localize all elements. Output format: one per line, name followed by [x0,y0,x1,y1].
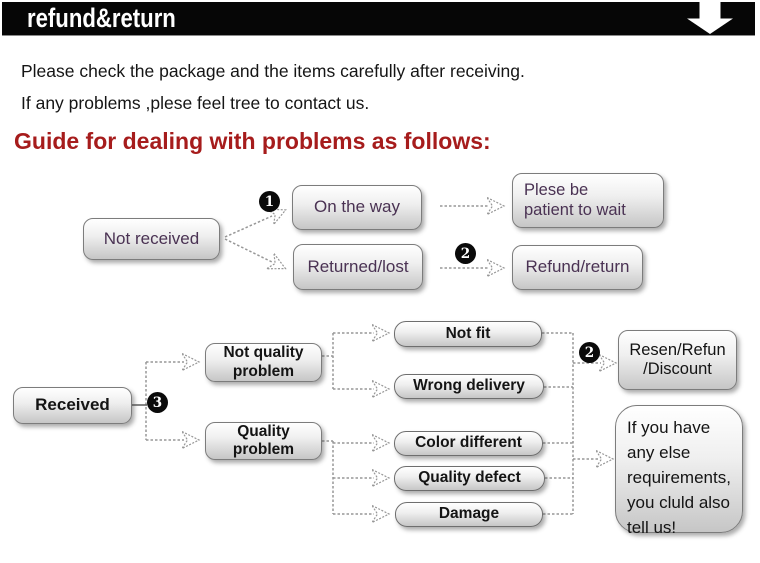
header-banner: refund&return [2,2,755,35]
intro-line-1: Please check the package and the items c… [21,61,525,81]
intro-line-2: If any problems ,plese feel tree to cont… [21,93,370,113]
guide-heading: Guide for dealing with problems as follo… [14,128,491,154]
node-not-quality-problem: Not quality problem [205,343,322,382]
node-be-patient: Plese be patient to wait [512,173,664,228]
node-color-different: Color different [394,431,543,456]
node-other-requirements-note: If you have any else requirements, you c… [615,405,743,537]
node-returned-lost: Returned/lost [293,244,423,290]
badge-step-2: 2 [455,243,476,264]
badge-step-3: 3 [147,392,168,413]
node-on-the-way: On the way [292,185,422,230]
badge-step-1: 1 [259,191,280,212]
node-wrong-delivery: Wrong delivery [394,374,544,399]
node-quality-problem: Quality problem [205,422,322,460]
node-received: Received [13,387,132,424]
node-quality-defect: Quality defect [394,466,545,491]
down-arrow-icon [687,2,733,34]
node-not-received: Not received [83,218,220,260]
node-refund-return: Refund/return [512,245,643,290]
badge-step-2b: 2 [579,342,600,363]
page-title: refund&return [27,3,176,33]
node-resend-refund-discount: Resen/Refun /Discount [618,330,737,390]
node-damage: Damage [395,502,543,527]
node-not-fit: Not fit [394,321,542,347]
